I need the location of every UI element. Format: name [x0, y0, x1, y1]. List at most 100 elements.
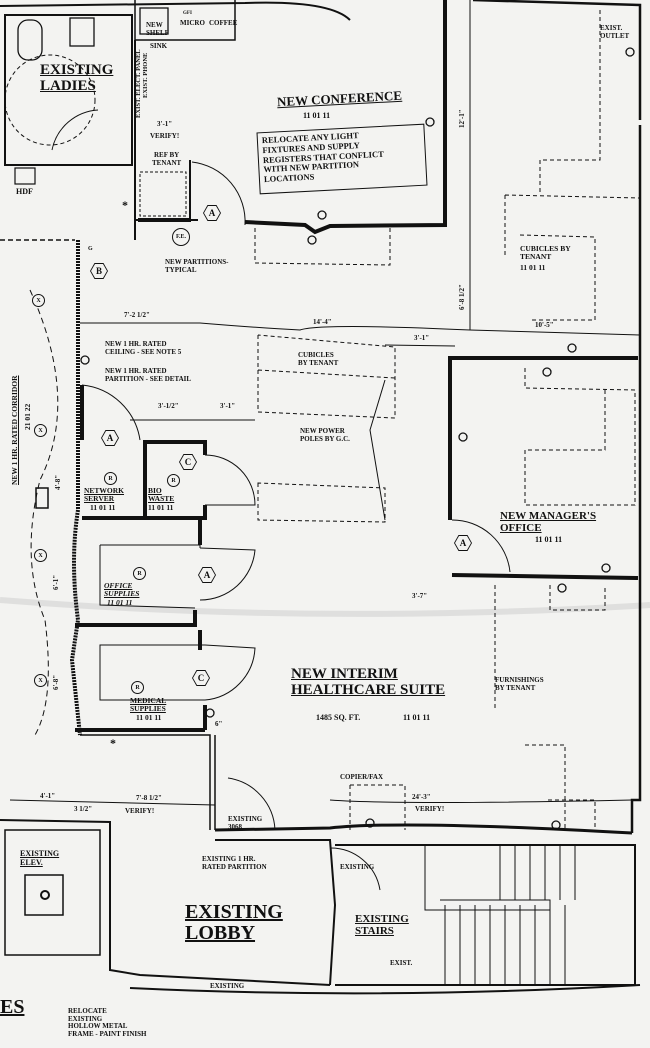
dimension-label: 6'-8 1/2"	[458, 284, 466, 310]
door-tag-a: A	[454, 535, 472, 551]
dimension-label: 3 1/2"	[74, 805, 93, 813]
existing-rated-partition-label: EXISTING 1 HR.RATED PARTITION	[202, 855, 267, 871]
door-tag-c: C	[179, 454, 197, 470]
turning-circle	[4, 54, 96, 146]
door-tag-c: C	[192, 670, 210, 686]
ref-outline	[139, 171, 187, 217]
conference-wall	[244, 0, 447, 235]
asterisk-mark: *	[110, 736, 116, 750]
dimension-label: 7'-8 1/2"	[136, 794, 162, 802]
door-tag-a: A	[198, 567, 216, 583]
ladies-room-wall	[4, 14, 133, 166]
existing-door-label: EXISTING	[340, 863, 375, 871]
exit-light-marker: X	[34, 674, 47, 687]
elevator-shaft	[4, 829, 101, 956]
exit-light-marker: X	[34, 424, 47, 437]
door-swing	[191, 161, 246, 226]
room-code: 21 01 22	[23, 403, 32, 430]
exist-elect-panel-label: EXIST. ELECT. PANEL	[135, 49, 142, 118]
dimension-label: 12'-1"	[458, 109, 466, 128]
asterisk-mark: *	[122, 198, 128, 212]
room-code: 11 01 11	[403, 713, 431, 722]
dimension-label: 7'-2 1/2"	[124, 311, 150, 319]
copier-fax-label: COPIER/FAX	[340, 773, 384, 781]
stair-treads	[424, 845, 576, 985]
dimension-label: 3'-1"	[220, 402, 236, 410]
kitchen-sink-icon	[139, 7, 169, 35]
sink-icon	[69, 17, 95, 47]
dimension-label: 3'-7"	[412, 592, 428, 600]
toilet-icon	[17, 19, 43, 61]
receptacle-marker: R	[104, 472, 117, 485]
paper-crease	[0, 597, 650, 617]
exist-stairs-label: EXIST.	[390, 959, 413, 967]
sink-label: SINK	[150, 42, 168, 50]
exit-light-marker: X	[32, 294, 45, 307]
door-tag-a: A	[203, 205, 221, 221]
hdf-fixture	[14, 167, 36, 185]
suite-bottom-wall	[214, 823, 633, 835]
elevator-car	[24, 874, 64, 916]
suite-area: 1485 SQ. FT.	[316, 713, 361, 722]
manager-office-walls	[448, 356, 639, 580]
existing-bottom-label: EXISTING	[210, 982, 245, 990]
exit-light-marker: X	[34, 549, 47, 562]
dimension-line	[80, 322, 641, 336]
dimension-label: 6'-1"	[52, 574, 60, 590]
outlet-icons	[80, 47, 635, 830]
verify-label: VERIFY!	[125, 807, 155, 815]
fire-extinguisher-icon: F.E.	[172, 228, 190, 246]
micro-label: MICRO	[180, 19, 205, 27]
receptacle-marker: R	[131, 681, 144, 694]
dimension-label: 4'-8"	[54, 474, 62, 490]
dimension-label: 3'-1/2"	[158, 402, 179, 410]
receptacle-marker: R	[167, 474, 180, 487]
top-wall	[0, 1, 351, 21]
coffee-label: COFFEE	[209, 19, 238, 27]
dimension-label: 3'-1"	[414, 334, 430, 342]
verify-label: VERIFY!	[415, 805, 445, 813]
right-exterior-wall	[472, 0, 642, 833]
door-swing	[51, 109, 99, 151]
exist-outlet-label: EXIST.OUTLET	[600, 24, 630, 40]
g-mark: G	[88, 246, 93, 252]
legend-heading: ES	[0, 996, 25, 1018]
lobby-walls	[0, 819, 337, 986]
hdf-label: HDF	[16, 187, 33, 196]
door-tag-b: B	[90, 263, 108, 279]
dimension-label: 10'-5"	[535, 321, 554, 329]
stairs-wall	[335, 844, 636, 986]
room-label-rated-corridor: NEW 1 HR. RATED CORRIDOR	[10, 375, 19, 485]
dimension-label: 6'-8"	[52, 674, 60, 690]
receptacle-marker: R	[133, 567, 146, 580]
room-code: 11 01 11	[303, 111, 331, 120]
leader-arrow	[369, 379, 386, 521]
room-walls	[80, 385, 207, 520]
verify-label: VERIFY!	[150, 132, 180, 140]
kitchen-counter	[134, 0, 236, 41]
dimension-label: 4'-1"	[40, 792, 56, 800]
exist-phone-label: EXIST. PHONE	[142, 52, 149, 98]
